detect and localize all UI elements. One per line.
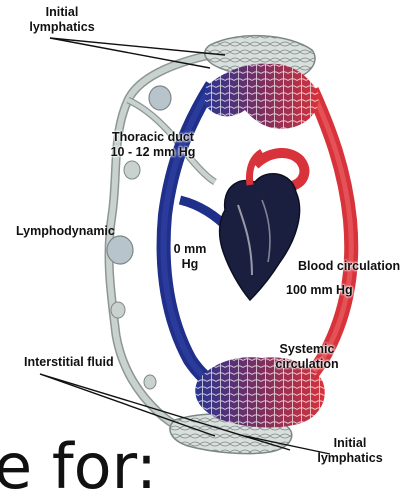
initial-lymphatics-bottom-label: Initial lymphatics	[310, 436, 390, 466]
initial-lymphatics-top-label: Initial lymphatics	[27, 5, 97, 35]
thoracic-duct-label: Thoracic duct 10 - 12 mm Hg	[98, 130, 208, 160]
blood-circulation-label: Blood circulation	[298, 259, 400, 274]
lymphatic-circulation-diagram: Initial lymphatics Thoracic duct 10 - 12…	[0, 0, 417, 490]
heart	[220, 152, 300, 300]
lymphodynamic-label: Lymphodynamic	[16, 224, 115, 239]
cropped-caption-text: e for:	[0, 432, 157, 502]
systemic-circulation-label: Systemic circulation	[262, 342, 352, 372]
zero-mm-hg-label: 0 mm Hg	[170, 242, 210, 272]
pressure-100-label: 100 mm Hg	[286, 283, 353, 298]
interstitial-fluid-label: Interstitial fluid	[24, 355, 114, 370]
